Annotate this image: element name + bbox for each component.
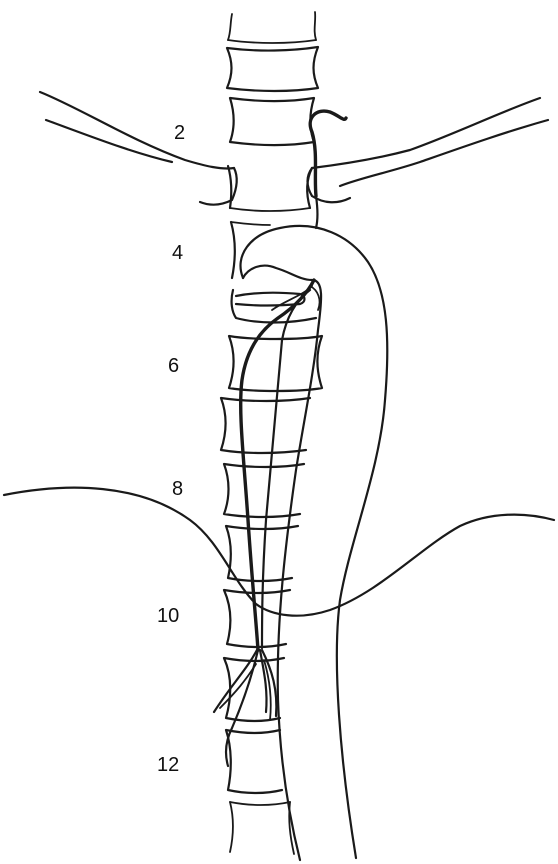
level-label-2: 2: [174, 122, 185, 144]
upper-vessel: [310, 111, 346, 228]
level-label-10: 10: [157, 605, 179, 627]
clavicles: [40, 92, 548, 205]
level-label-6: 6: [168, 355, 179, 377]
vessel-trunk: [214, 280, 314, 766]
diaphragm-line: [4, 488, 554, 616]
level-labels: 2 4 6 8 10 12: [157, 122, 185, 776]
aorta: [241, 226, 388, 860]
level-label-4: 4: [172, 242, 183, 264]
level-label-12: 12: [157, 754, 179, 776]
vertebral-column: [221, 12, 322, 854]
level-label-8: 8: [172, 478, 183, 500]
